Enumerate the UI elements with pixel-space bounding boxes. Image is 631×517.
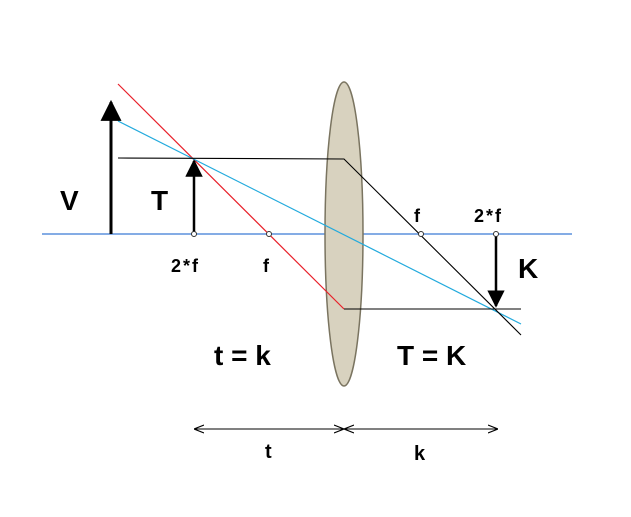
dimension-label-t: t: [265, 441, 272, 463]
label-T: T: [151, 185, 168, 216]
label-2f-right: 2*f: [474, 206, 503, 226]
label-2f-left: 2*f: [171, 256, 200, 276]
parallel-ray: [117, 157, 522, 336]
cyan-ray: [117, 120, 522, 325]
dimension-label-k: k: [414, 443, 426, 465]
red-ray: [117, 83, 345, 310]
label-f-right: f: [414, 206, 421, 226]
point-2f-right: [493, 231, 499, 237]
label-f-left: f: [263, 256, 270, 276]
point-2f-left: [191, 231, 197, 237]
equation-T-equals-K: T = K: [397, 340, 466, 371]
label-K: K: [518, 253, 538, 284]
convex-lens: [324, 81, 364, 387]
equation-t-equals-k: t = k: [214, 340, 271, 371]
label-V: V: [60, 185, 79, 216]
point-f-right: [418, 231, 424, 237]
point-f-left: [266, 231, 272, 237]
